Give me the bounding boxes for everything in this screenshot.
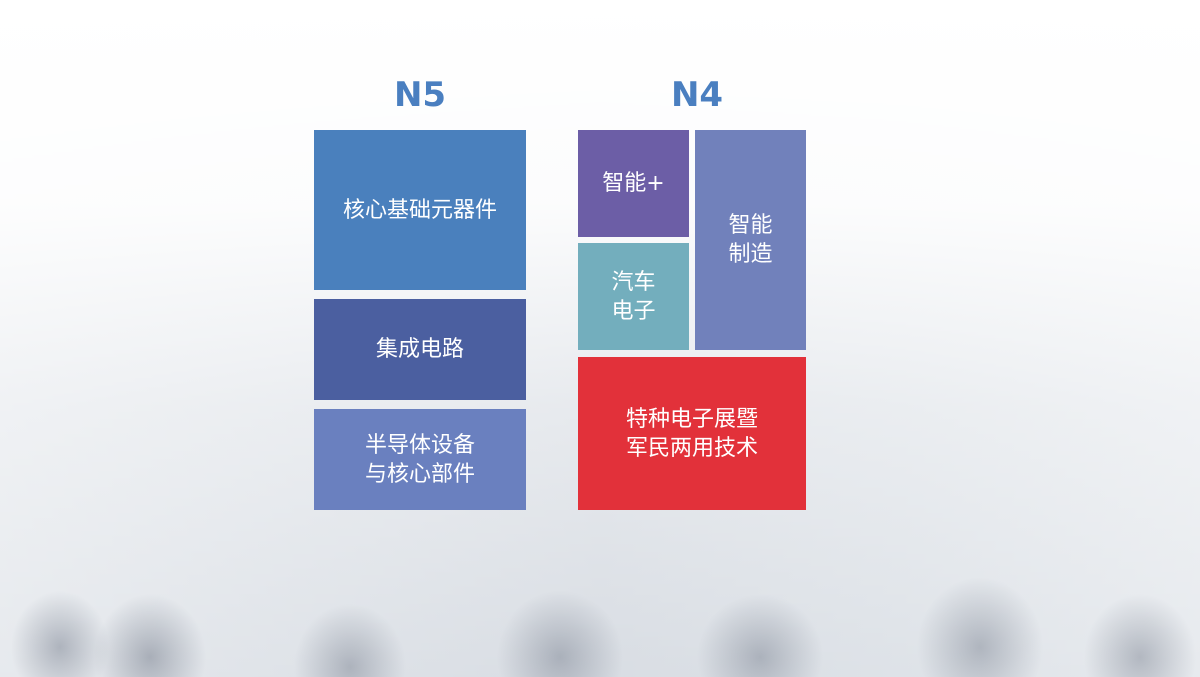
block-special-electronics: 特种电子展暨 军民两用技术 [578, 357, 806, 510]
block-smart-plus: 智能+ [578, 130, 689, 237]
block-smart-manufacturing: 智能 制造 [695, 130, 806, 350]
hall-n4-title: N4 [670, 75, 724, 115]
block-special-electronics-line-2: 军民两用技术 [625, 435, 758, 461]
block-core-components: 核心基础元器件 [314, 130, 526, 290]
block-semiconductor-line-1: 半导体设备 [364, 432, 475, 458]
block-semiconductor-line-2: 与核心部件 [364, 461, 475, 487]
hall-n5-title: N5 [393, 75, 447, 115]
block-automotive-electronics: 汽车 电子 [578, 243, 689, 350]
block-automotive-line-1: 汽车 [611, 269, 656, 295]
block-integrated-circuits: 集成电路 [314, 299, 526, 400]
block-smart-manufacturing-line-1: 智能 [728, 213, 773, 238]
block-smart-plus-label: 智能+ [602, 171, 665, 196]
block-core-components-label: 核心基础元器件 [342, 197, 497, 223]
block-automotive-line-2: 电子 [611, 298, 656, 324]
block-semiconductor-equipment: 半导体设备 与核心部件 [314, 409, 526, 510]
block-integrated-circuits-label: 集成电路 [375, 337, 464, 362]
block-special-electronics-line-1: 特种电子展暨 [625, 406, 758, 432]
block-smart-manufacturing-line-2: 制造 [728, 242, 773, 267]
